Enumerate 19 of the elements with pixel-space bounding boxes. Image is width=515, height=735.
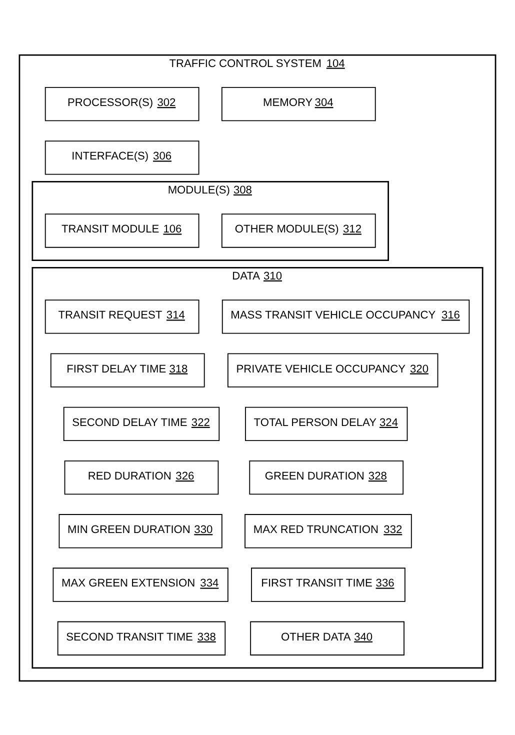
node-box: MASS TRANSIT VEHICLE OCCUPANCY 316 <box>222 299 470 334</box>
node-box: FIRST DELAY TIME 318 <box>50 352 205 387</box>
node-box: TRANSIT MODULE 106 <box>44 213 200 248</box>
node-box: MIN GREEN DURATION 330 <box>58 514 222 548</box>
node-box: MAX RED TRUNCATION 332 <box>244 514 412 548</box>
node-box: SECOND DELAY TIME 322 <box>63 406 220 441</box>
node-box: MEMORY 304 <box>221 86 376 121</box>
node-box: GREEN DURATION 328 <box>249 460 404 494</box>
node-box: TRANSIT REQUEST 314 <box>44 299 200 334</box>
node-box: OTHER DATA 340 <box>250 620 404 655</box>
node-box: PROCESSOR(S) 302 <box>44 86 200 121</box>
node-box: PRIVATE VEHICLE OCCUPANCY 320 <box>227 352 438 387</box>
node-box: FIRST TRANSIT TIME 336 <box>251 567 406 602</box>
node-box: MAX GREEN EXTENSION 334 <box>52 567 228 602</box>
node-box: OTHER MODULE(S) 312 <box>221 213 376 248</box>
node-box: SECOND TRANSIT TIME 338 <box>57 620 226 655</box>
node-box: RED DURATION 326 <box>64 460 219 494</box>
node-box: TOTAL PERSON DELAY 324 <box>245 406 408 441</box>
node-box: INTERFACE(S) 306 <box>44 140 200 174</box>
